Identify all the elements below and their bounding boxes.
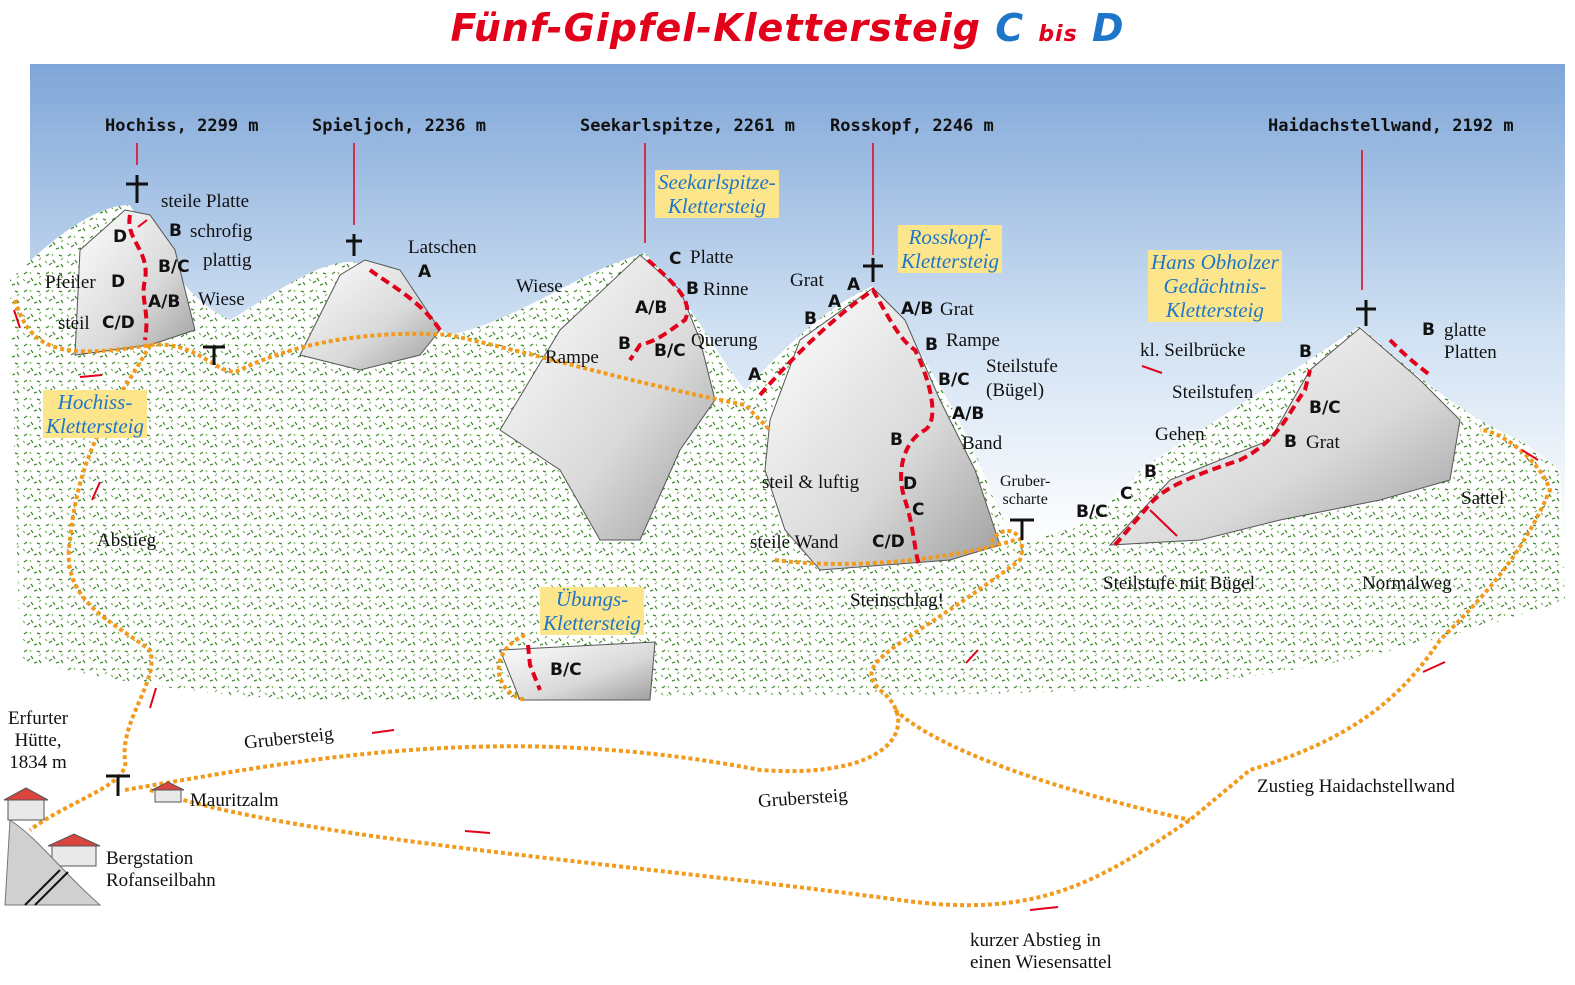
grade-seekarl-b2: B <box>618 334 631 354</box>
label-platte: Platte <box>690 247 734 268</box>
peak-label-haidachstellwand: Haidachstellwand, 2192 m <box>1268 116 1514 136</box>
grade-ross-b3: B <box>890 430 903 450</box>
grade-seekarl-bc: B/C <box>654 341 686 361</box>
grade-haidach-c: C <box>1120 484 1133 504</box>
grade-ross-a1: A <box>748 365 762 385</box>
haidach-rock <box>1108 327 1461 546</box>
peak-label-spieljoch: Spieljoch, 2236 m <box>312 116 486 136</box>
grade-hochiss-ab: A/B <box>148 292 181 312</box>
grade-hochiss-cd: C/D <box>102 313 135 333</box>
label-steil: steil <box>58 313 90 334</box>
label-steile-wand: steile Wand <box>750 532 839 553</box>
grade-hochiss-d2: D <box>111 272 126 292</box>
grade-ross-a3: A <box>847 275 861 295</box>
grade-uebung-bc: B/C <box>550 660 582 680</box>
grade-hochiss-b: B <box>169 221 182 241</box>
title-grade-from: C <box>995 6 1025 50</box>
label-schrofig: schrofig <box>190 221 253 242</box>
grade-haidach-bc1: B/C <box>1076 502 1108 522</box>
grade-ross-cd: C/D <box>872 532 905 552</box>
grade-haidach-bc2: B/C <box>1309 398 1341 418</box>
title-main: Fünf-Gipfel-Klettersteig <box>450 6 981 50</box>
huts <box>3 781 185 906</box>
label-grat-3: Grat <box>1306 432 1340 453</box>
grade-haidach-b3: B <box>1299 342 1312 362</box>
peak-label-rosskopf: Rosskopf, 2246 m <box>830 116 994 136</box>
klettersteig-uebung: Übungs-Klettersteig <box>540 587 644 635</box>
label-steinschlag: Steinschlag! <box>850 590 944 611</box>
label-steilstufen: Steilstufen <box>1172 382 1254 403</box>
label-zustieg: Zustieg Haidachstellwand <box>1257 776 1455 797</box>
map-title: Fünf-Gipfel-Klettersteig C bis D <box>0 6 1575 50</box>
grade-seekarl-c: C <box>669 249 682 269</box>
grade-ross-b2: B <box>925 335 938 355</box>
grade-ross-d: D <box>903 474 918 494</box>
peak-marker-lines <box>136 143 1363 290</box>
grade-ross-a2: A <box>828 292 842 312</box>
label-querung: Querung <box>691 330 758 351</box>
label-gehen: Gehen <box>1155 424 1205 445</box>
label-rampe-1: Rampe <box>545 347 599 368</box>
label-steil-luftig: steil & luftig <box>762 472 860 493</box>
klettersteig-hochiss: Hochiss-Klettersteig <box>43 390 147 438</box>
grade-ross-ab2: A/B <box>952 404 985 424</box>
peak-label-hochiss: Hochiss, 2299 m <box>105 116 259 136</box>
hochiss-rock <box>74 209 196 356</box>
label-buegel: (Bügel) <box>986 380 1045 401</box>
grade-spieljoch-a: A <box>418 262 432 282</box>
spieljoch-rock <box>299 259 441 371</box>
label-latschen: Latschen <box>408 237 477 258</box>
grade-ross-b1: B <box>804 309 817 329</box>
label-grat-2: Grat <box>940 299 974 320</box>
label-gruberscharte: Gruber-scharte <box>1000 473 1051 508</box>
title-grade-to: D <box>1091 6 1125 50</box>
label-wiese-1: Wiese <box>198 289 245 310</box>
grade-ross-bc: B/C <box>938 370 970 390</box>
grade-haidach-b4: B <box>1422 320 1435 340</box>
label-wiese-2: Wiese <box>516 276 563 297</box>
grade-ross-ab1: A/B <box>901 299 934 319</box>
label-rinne: Rinne <box>703 279 749 300</box>
grade-hochiss-d1: D <box>113 227 128 247</box>
label-grat-1: Grat <box>790 270 824 291</box>
label-pfeiler: Pfeiler <box>45 272 96 293</box>
label-seilbruecke: kl. Seilbrücke <box>1140 340 1246 361</box>
peak-label-seekarlspitze: Seekarlspitze, 2261 m <box>580 116 795 136</box>
signposts <box>106 345 1034 796</box>
klettersteig-rosskopf: Rosskopf-Klettersteig <box>898 225 1002 273</box>
label-rampe-2: Rampe <box>946 330 1000 351</box>
summit-crosses <box>126 175 1376 326</box>
title-connector: bis <box>1038 22 1078 47</box>
klettersteig-lines <box>127 214 1432 691</box>
grade-hochiss-bc: B/C <box>158 257 190 277</box>
klettersteig-seekarlspitze: Seekarlspitze-Klettersteig <box>655 170 779 218</box>
grade-ross-c: C <box>912 500 925 520</box>
label-steilstufe: Steilstufe <box>986 356 1058 377</box>
grade-seekarl-ab: A/B <box>635 298 668 318</box>
label-abstieg: Abstieg <box>97 530 157 551</box>
label-plattig: plattig <box>203 250 252 271</box>
label-normalweg: Normalweg <box>1362 573 1452 594</box>
label-mauritzalm: Mauritzalm <box>190 790 279 811</box>
label-steile-platte: steile Platte <box>161 191 250 212</box>
grade-haidach-b1: B <box>1144 462 1157 482</box>
grade-haidach-b2: B <box>1284 432 1297 452</box>
label-steilstufe-buegel: Steilstufe mit Bügel <box>1103 573 1255 594</box>
label-band: Band <box>962 433 1003 454</box>
grade-seekarl-b1: B <box>686 279 699 299</box>
direction-arrows <box>13 219 1539 911</box>
label-sattel: Sattel <box>1461 488 1505 509</box>
